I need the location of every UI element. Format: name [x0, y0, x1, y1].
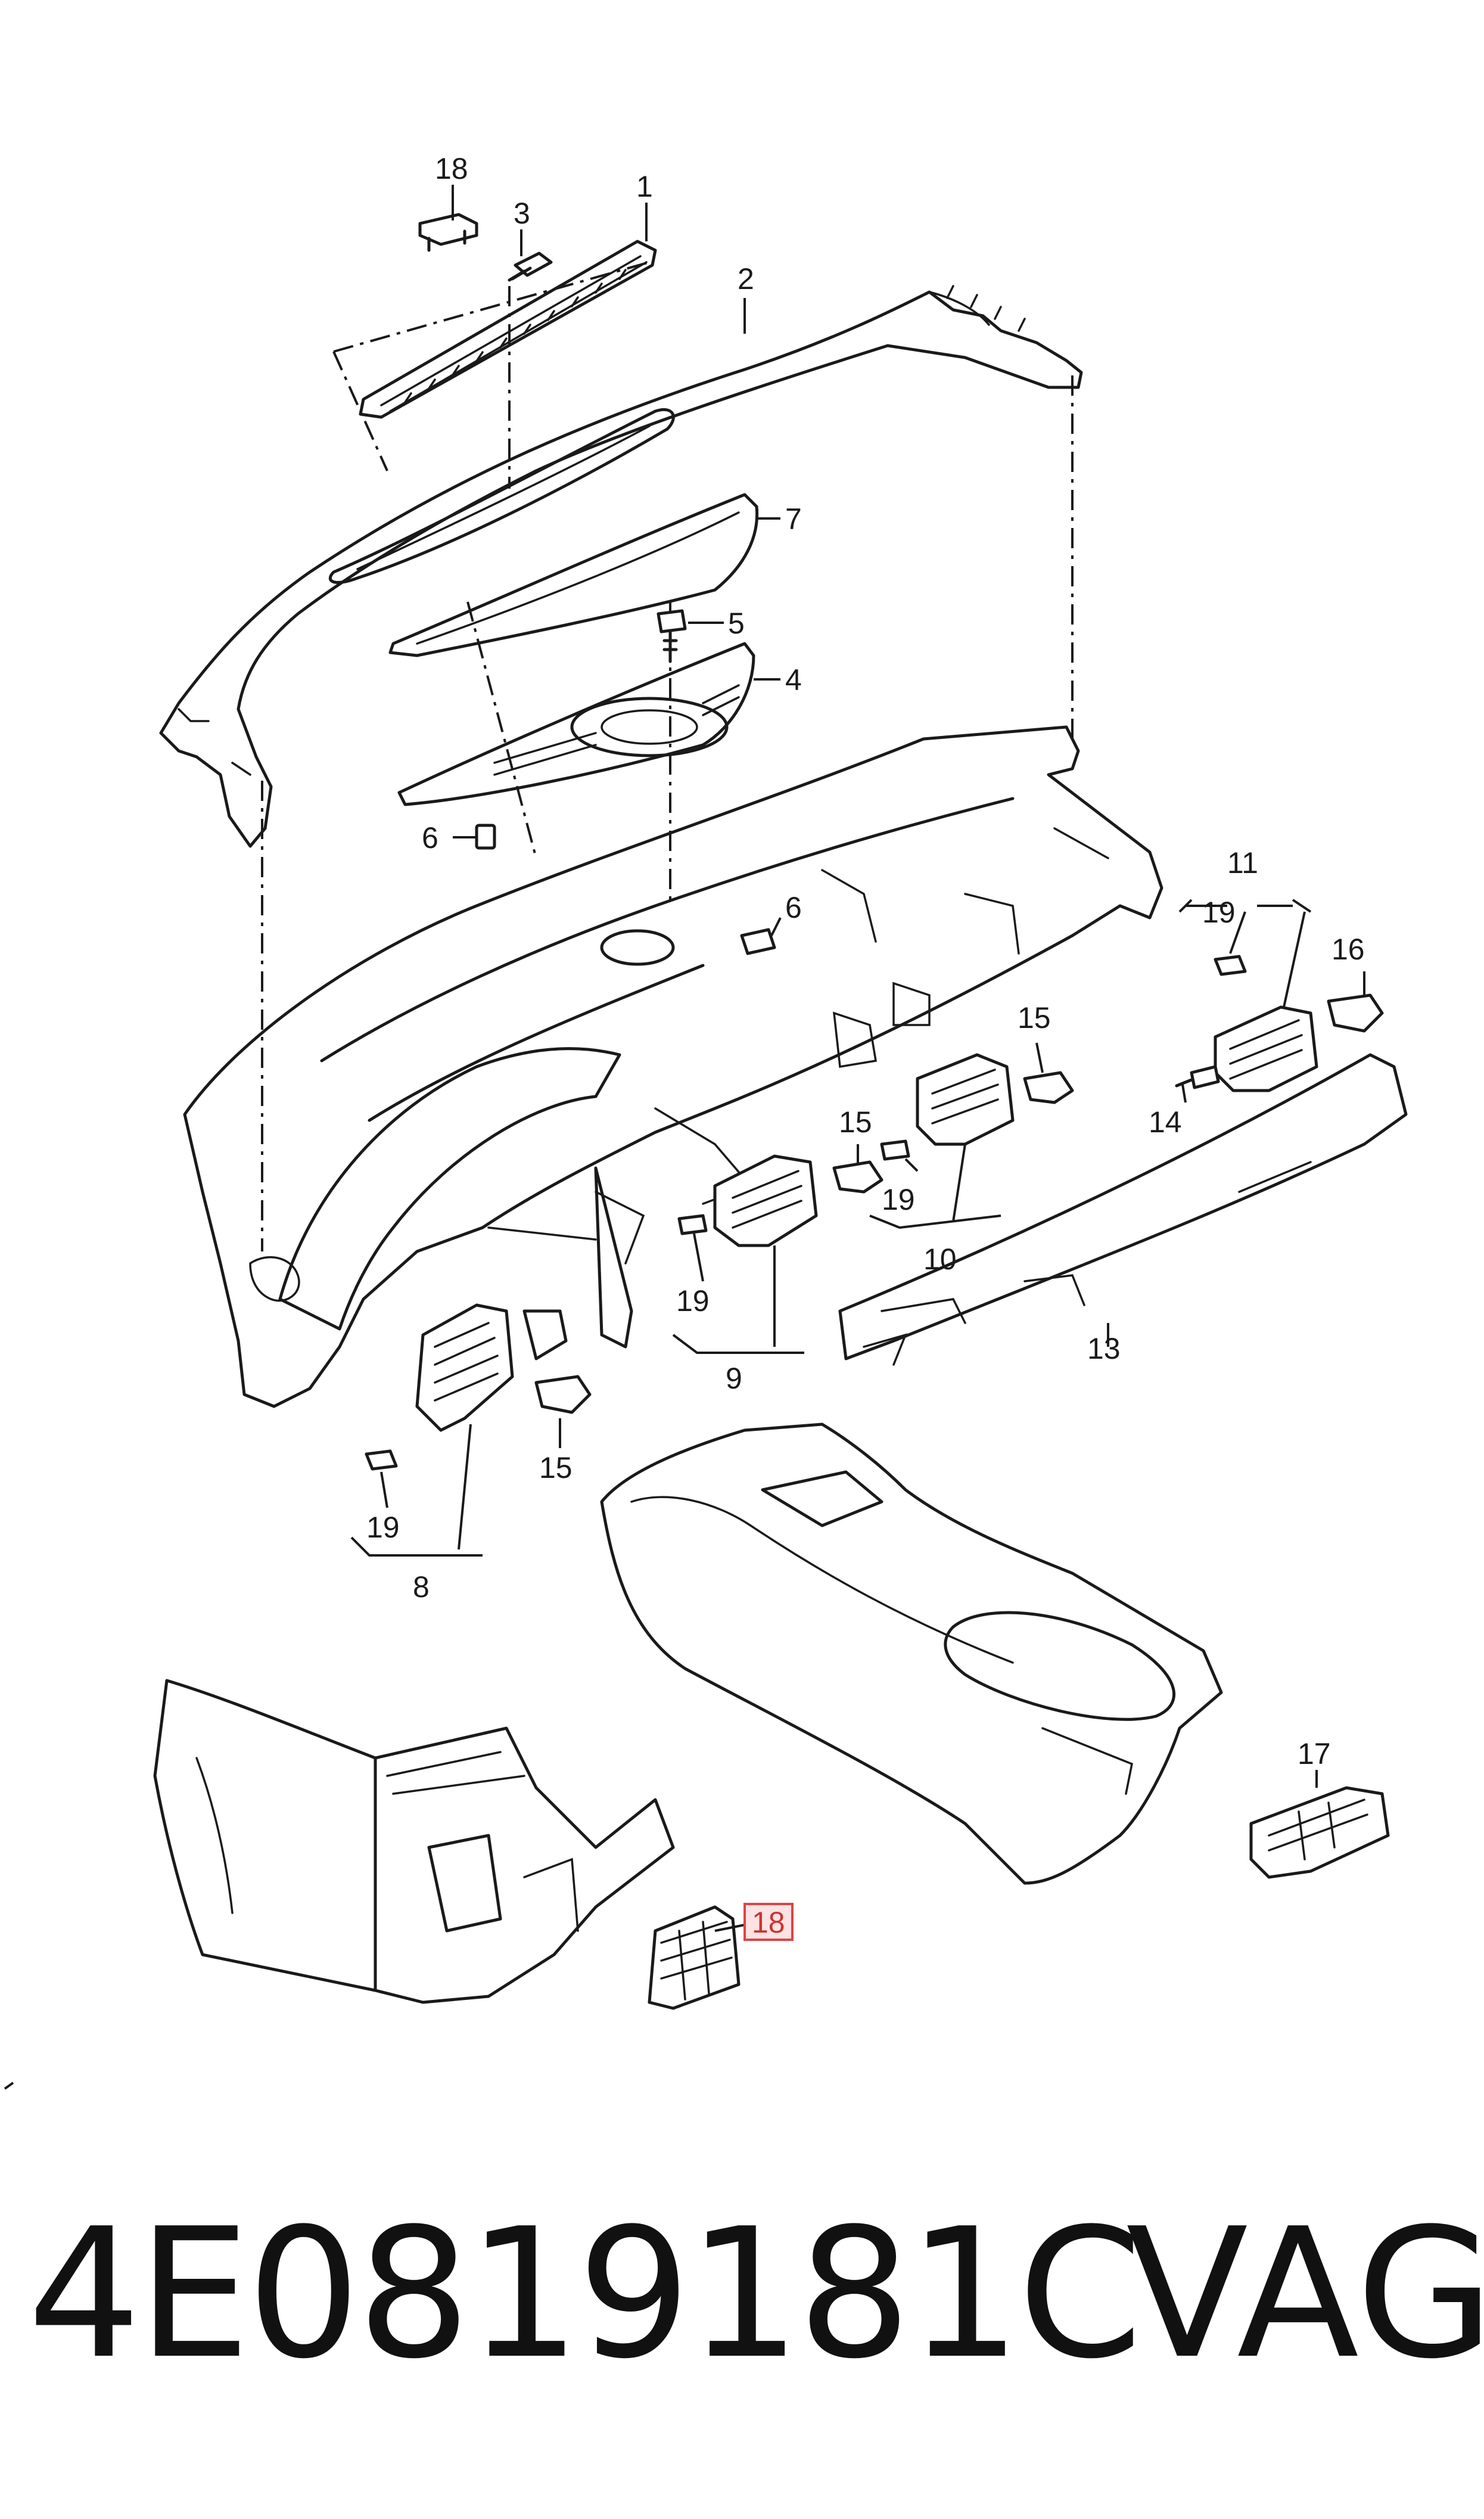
- callout-15-left: 15: [539, 1451, 573, 1484]
- callout-1: 1: [636, 170, 653, 203]
- lower-dash-trim-part-13: [838, 1053, 1408, 1366]
- callout-19-center: 19: [676, 1284, 710, 1318]
- callout-19-far-right: 19: [1202, 896, 1236, 929]
- clip-part-15-left: [534, 1375, 592, 1414]
- callout-18-highlight-box: [743, 1903, 794, 1941]
- callout-10: 10: [923, 1243, 957, 1276]
- clip-part-6-upper: [475, 824, 496, 850]
- cover-part-18: [648, 1905, 741, 2010]
- callout-19-right: 19: [882, 1183, 915, 1216]
- air-vent-part-11: [1214, 1005, 1318, 1092]
- callout-11: 11: [1227, 846, 1258, 880]
- center-console: [600, 1422, 1223, 1885]
- retaining-clip-part-12: [418, 213, 478, 252]
- callout-14: 14: [1149, 1105, 1182, 1139]
- callout-16: 16: [1331, 933, 1365, 966]
- center-vent-panel-part-4: [397, 642, 755, 806]
- screw-part-14: [1175, 1065, 1220, 1089]
- air-vent-part-8: [415, 1303, 568, 1432]
- clip-part-15-right: [1023, 1071, 1074, 1104]
- air-vent-part-9: [713, 1154, 818, 1247]
- callout-17: 17: [1298, 1737, 1331, 1771]
- callout-8: 8: [413, 1570, 430, 1604]
- callout-3: 3: [514, 197, 530, 230]
- callout-6-upper: 6: [422, 821, 438, 855]
- screw-part-5: [657, 609, 687, 663]
- screw-part-3: [508, 251, 553, 282]
- dashboard-top-cover-part-2: [159, 285, 1083, 848]
- clip-part-19-far-right: [1214, 955, 1247, 976]
- clip-part-16: [1327, 993, 1384, 1033]
- callout-12: 18: [435, 152, 468, 185]
- clip-part-19-right: [880, 1139, 910, 1161]
- dashboard-carrier: [183, 725, 1163, 1408]
- defroster-vent-grille-part-1: [359, 240, 657, 419]
- rear-air-vent-part-17: [1249, 1786, 1390, 1879]
- callout-6-lower: 6: [785, 891, 802, 924]
- edge-tick-mark: [4, 2082, 14, 2090]
- clip-part-19-center: [677, 1214, 708, 1235]
- air-vent-part-10: [916, 1053, 1015, 1146]
- callout-19-left: 19: [366, 1511, 400, 1544]
- callout-2: 2: [738, 262, 754, 296]
- callout-15-center: 15: [839, 1105, 872, 1139]
- callout-18: 18: [752, 1906, 785, 1939]
- brand-label: VAG: [1126, 2190, 1484, 2398]
- trim-strip-part-7: [388, 493, 759, 657]
- clip-part-19-left: [365, 1449, 398, 1471]
- clip-part-15-center: [832, 1160, 883, 1194]
- callout-4: 4: [785, 663, 802, 697]
- vehicle-body-side-panel: [153, 1679, 675, 2004]
- callout-13: 13: [1087, 1332, 1121, 1365]
- part-number-label: 4E0819181C: [27, 2190, 1143, 2398]
- callout-5: 5: [728, 607, 745, 640]
- clip-part-6-lower: [740, 928, 776, 955]
- callout-7: 7: [785, 502, 802, 536]
- callout-9: 9: [726, 1362, 742, 1395]
- callout-15-right: 15: [1018, 1001, 1051, 1035]
